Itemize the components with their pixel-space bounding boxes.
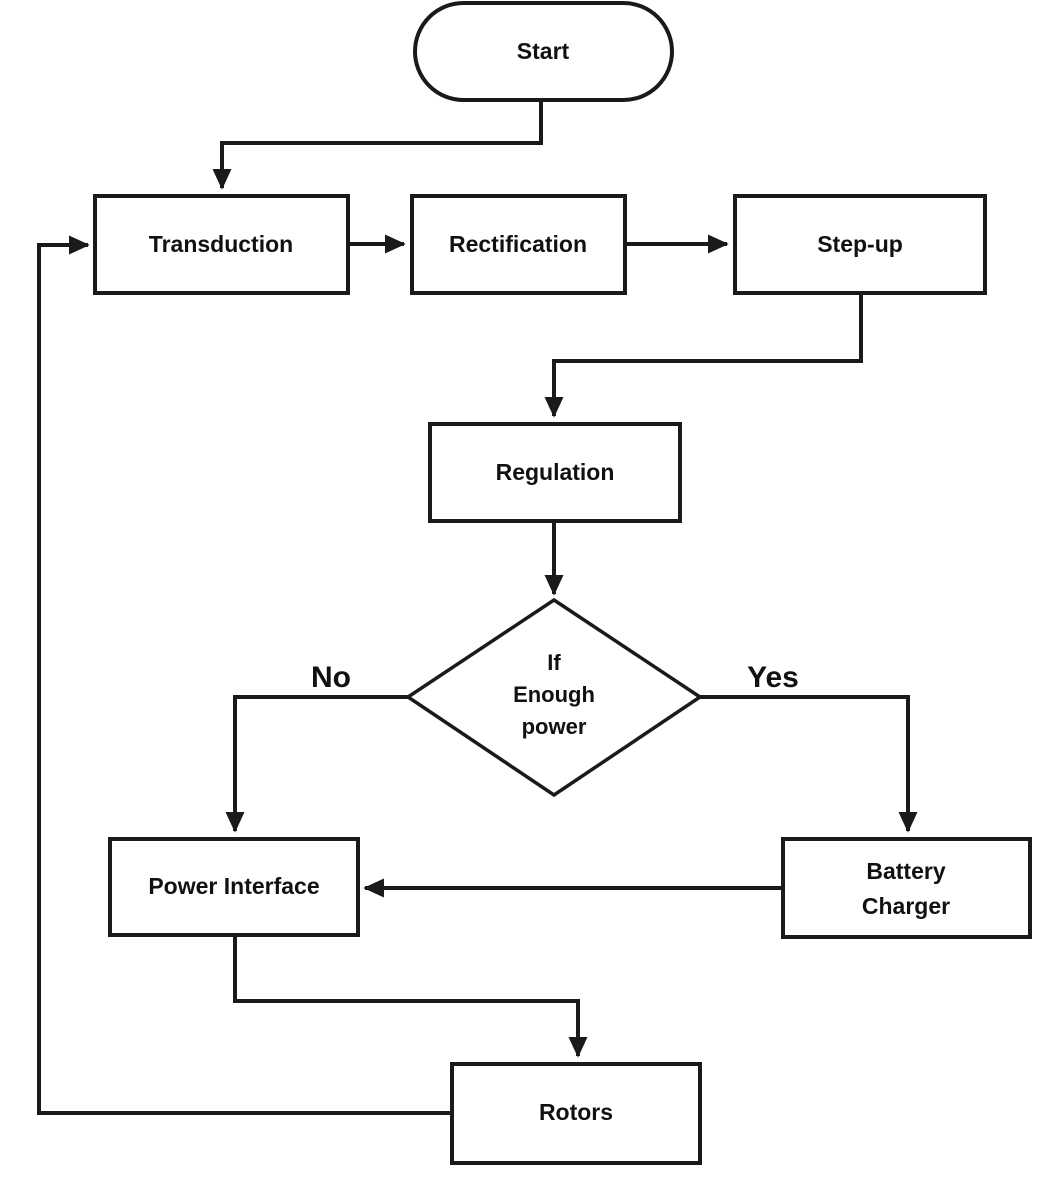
node-stepup[interactable]: Step-up [733,194,987,295]
edge-label-yes: Yes [747,661,799,694]
edge-decision-yes-to-battery-charger [700,695,918,833]
node-battery-charger-label-line-2: Charger [862,893,950,919]
node-rotors[interactable]: Rotors [450,1062,702,1165]
node-transduction-label: Transduction [149,231,293,257]
node-rotors-label: Rotors [539,1099,613,1125]
node-regulation-label: Regulation [496,459,615,485]
node-stepup-label: Step-up [817,231,903,257]
node-decision-label-line-2: Enough [513,682,595,707]
node-decision-label-line-3: power [522,714,587,739]
node-start-label: Start [517,38,570,64]
node-rectification-label: Rectification [449,231,587,257]
node-battery-charger-label-line-1: Battery [866,858,945,884]
edge-stepup-to-regulation [544,293,863,418]
edge-rotors-to-transduction-feedback [37,235,452,1115]
node-rectification[interactable]: Rectification [410,194,627,295]
node-decision-label-line-1: If [547,650,561,675]
node-regulation[interactable]: Regulation [428,422,682,523]
edge-decision-no-to-power-interface [225,695,408,833]
node-power-interface[interactable]: Power Interface [108,837,360,937]
node-start[interactable]: Start [413,1,674,102]
edge-start-to-transduction [212,100,543,190]
node-transduction[interactable]: Transduction [93,194,350,295]
node-power-interface-label: Power Interface [148,873,319,899]
edge-label-no: No [311,661,351,694]
edge-power-interface-to-rotors [233,935,588,1058]
node-battery-charger[interactable]: Battery Charger [781,837,1032,939]
node-decision[interactable]: If Enough power [404,597,704,798]
